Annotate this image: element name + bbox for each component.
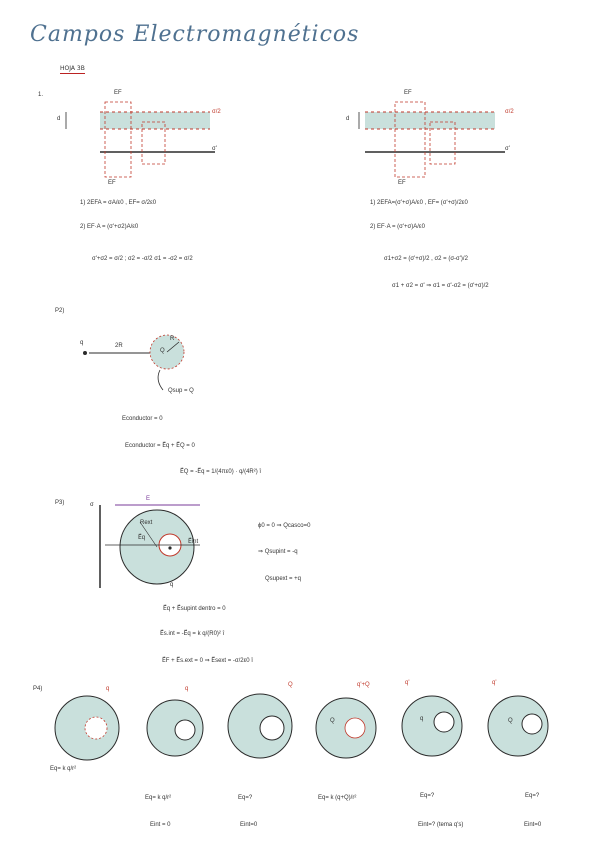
p3-Eint-label: E⃗int: [188, 539, 199, 545]
sphere-4-tag: q'+Q: [357, 682, 370, 688]
p2-eq1: Econductor = 0: [122, 416, 163, 422]
p1-label: 1.: [38, 92, 44, 98]
p4-spheres: [54, 693, 549, 761]
p3-right3: Qsupext = +q: [265, 576, 302, 582]
sphere-3: [227, 693, 293, 759]
page-title: Campos Electromagnéticos: [30, 22, 360, 47]
p1-right-bottom-label: EF: [398, 180, 406, 186]
sphere-3-field: Eq=?: [238, 795, 253, 801]
p1-right-eq2: 2) EF·A = (σ'+σ)A/ε0: [370, 224, 425, 230]
sphere-5: [401, 695, 463, 757]
sphere-6-tag: q': [492, 680, 497, 686]
gauss-box-1: [104, 101, 132, 178]
p1-left-bottom-label: EF: [108, 180, 116, 186]
p1-right-sigma1: σ/2: [505, 109, 514, 115]
p3-eq1: E⃗q + E⃗supint dentro = 0: [163, 606, 226, 612]
p3-sigma-label: σ: [90, 502, 94, 508]
sphere-6-field: Eq=?: [525, 793, 540, 799]
p3-label: P3): [55, 500, 65, 506]
sphere-1-field: Eq= k q/r²: [50, 766, 77, 772]
p1-left-eq3: σ'+σ2 = σ/2 ; σ2 = -σ/2 σ1 = -σ2 = σ/2: [92, 256, 193, 262]
p1-left-sigma1: σ/2: [212, 109, 221, 115]
sphere-4: [315, 697, 377, 759]
p3-right2: ⇒ Qsupint = -q: [258, 549, 298, 555]
p4-label: P4): [33, 686, 43, 692]
sphere-5-field: Eq=?: [420, 793, 435, 799]
p2-q-label: q: [80, 340, 84, 346]
p1-left-top-label: EF: [114, 90, 122, 96]
sphere-6-Q: Q: [508, 718, 513, 724]
p2-label: P2): [55, 308, 65, 314]
p1-right-d-label: d: [346, 116, 350, 122]
page-subtitle: HOJA 3B: [60, 65, 85, 74]
charged-slab: [100, 112, 210, 129]
gauss-box-2: [429, 121, 456, 165]
sphere-1-tag: q: [106, 686, 110, 692]
sphere-2: [146, 699, 204, 757]
sphere-6-inner: Eint=0: [524, 822, 542, 828]
gauss-box-1: [394, 101, 426, 178]
sphere-4-Q: Q: [330, 718, 335, 724]
p3-q-label: q: [170, 582, 174, 588]
sphere-3-tag: Q: [288, 682, 293, 688]
p1-right-diagram: [358, 101, 505, 178]
sphere-6: [487, 695, 549, 757]
p1-right-eq3: σ1+σ2 = (σ'+σ)/2 , σ2 = (σ-σ')/2: [384, 256, 468, 262]
p1-left-eq2: 2) EF·A = (σ'+σ2)A/ε0: [80, 224, 139, 230]
p2-eq3: E⃗Q = -E⃗q = 1/(4πε0) · q/(4R²) î: [180, 469, 262, 475]
p3-right1: ϕ0 = 0 ⇒ Qcasco=0: [258, 523, 311, 529]
p2-R-label: R: [170, 336, 175, 342]
sphere-2-field: Eq= k q/r²: [145, 795, 172, 801]
sphere-5-inner: Eint=? (tema q's): [418, 822, 464, 828]
p2-diagram: [83, 334, 185, 391]
point-charge: [83, 351, 87, 355]
p1-right-eq4: σ1 + σ2 = σ' ⇒ σ1 = σ'-σ2 = (σ'+σ)/2: [392, 283, 489, 289]
sphere-4-field: Eq= k (q+Q)/r²: [318, 795, 357, 801]
p1-left-eq1: 1) 2EFA = σA/ε0 , EF= σ/2ε0: [80, 200, 157, 206]
p1-right-top-label: EF: [404, 90, 412, 96]
p3-diagram: [99, 504, 200, 588]
p3-R-label: Rext: [140, 520, 153, 526]
p3-Eq-label: E⃗q: [138, 535, 146, 541]
sphere-3-inner: Eint=0: [240, 822, 258, 828]
sphere-2-inner: Eint = 0: [150, 822, 171, 828]
sphere-2-tag: q: [185, 686, 189, 692]
p1-right-eq1: 1) 2EFA=(σ'+σ)A/ε0 , EF= (σ'+σ)/2ε0: [370, 200, 468, 206]
cavity-charge: [168, 546, 172, 550]
sphere-1: [54, 695, 120, 761]
p2-Q-label: Q: [160, 348, 165, 354]
p2-dist-label: 2R: [115, 343, 123, 349]
p1-left-d-label: d: [57, 116, 61, 122]
p3-eq3: E⃗F + E⃗s.ext = 0 ⇒ E⃗sext = -σ/2ε0 î: [162, 658, 253, 664]
sphere-5-Q: q: [420, 716, 424, 722]
gauss-box-2: [141, 121, 166, 165]
sphere-5-tag: q': [405, 680, 410, 686]
p2-qsup-label: Qsup = Q: [168, 388, 194, 394]
p1-left-sigma2: σ': [212, 146, 217, 152]
p1-right-sigma2: σ': [505, 146, 510, 152]
charged-slab: [365, 112, 495, 129]
p1-left-diagram: [65, 101, 215, 178]
p3-E-label: E: [146, 496, 151, 502]
p2-eq2: Econductor = E⃗q + E⃗Q = 0: [125, 443, 195, 449]
p3-eq2: E⃗s.int = -E⃗q = k q/(R0)² î: [160, 631, 225, 637]
